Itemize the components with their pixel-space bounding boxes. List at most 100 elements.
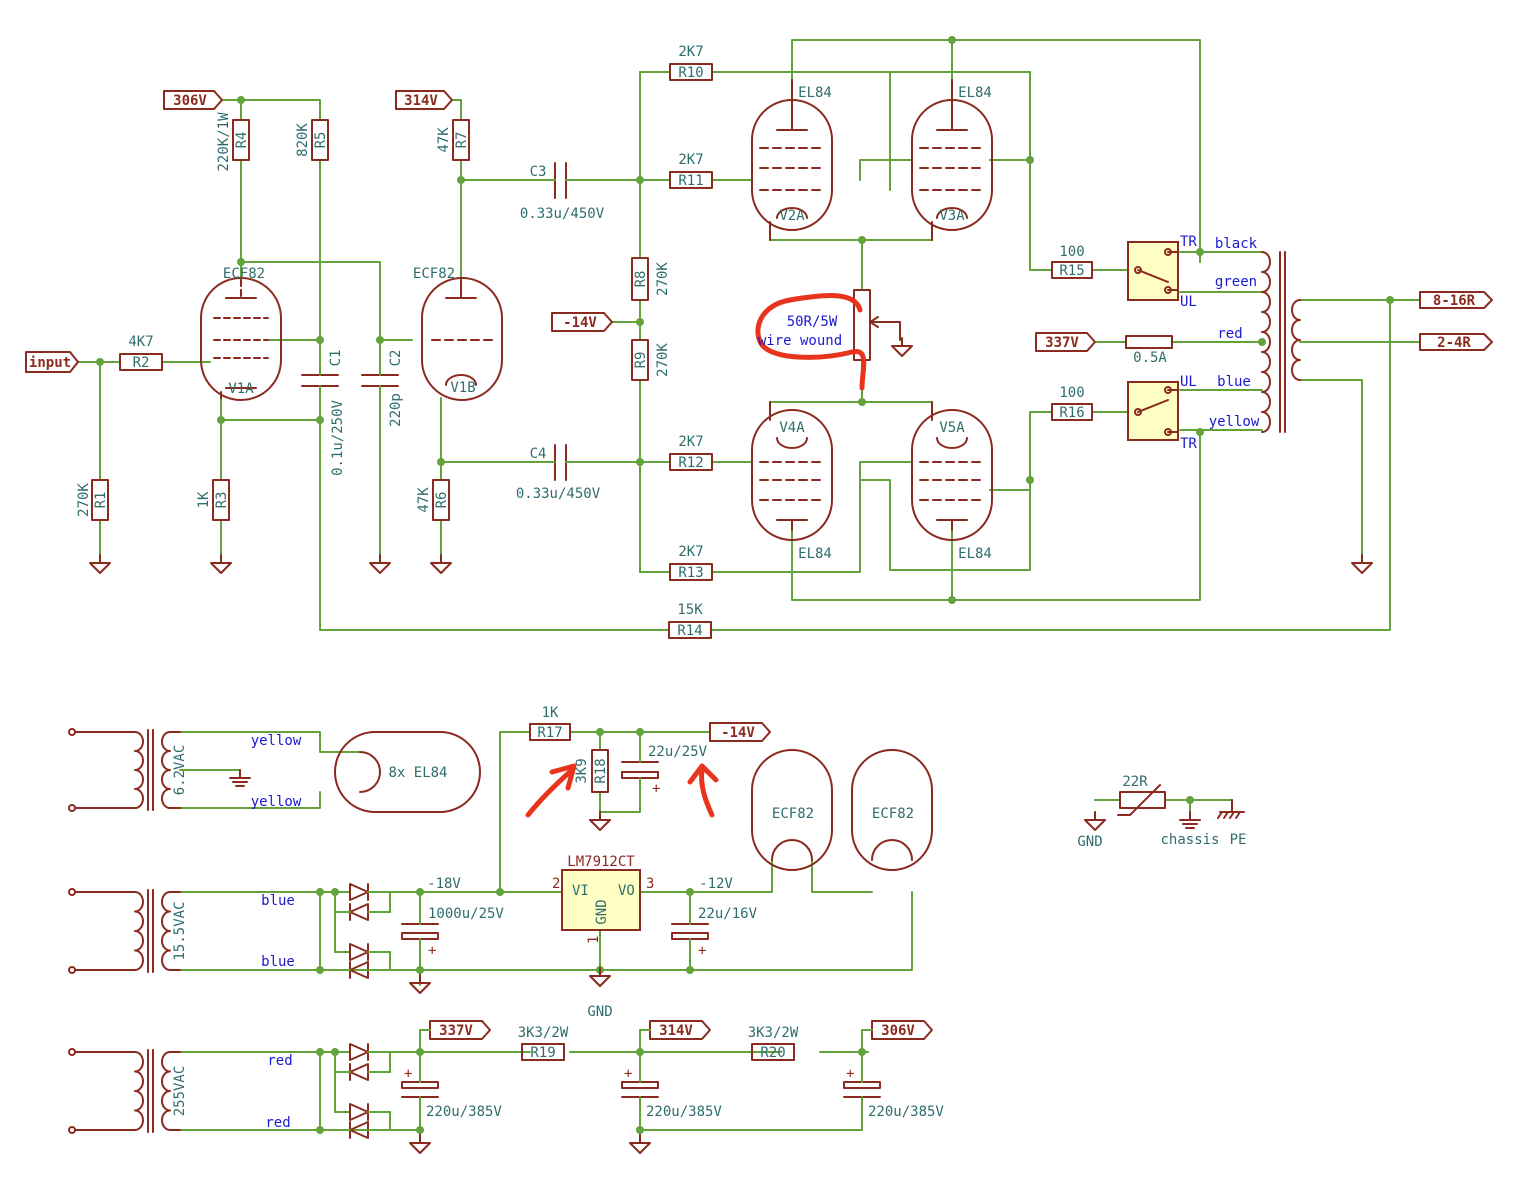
rail-306v-top: 306V (163, 90, 223, 110)
tube-v5a: V5A EL84 (911, 401, 993, 562)
capacitor-22u25v: +22u/25V (621, 744, 708, 797)
svg-text:VI: VI (572, 883, 589, 899)
svg-text:337V: 337V (1045, 335, 1079, 351)
rail-306v-supply: 306V (861, 1020, 933, 1040)
relay-top (1127, 241, 1179, 301)
svg-text:R4: R4 (234, 132, 250, 149)
svg-text:ECF82: ECF82 (872, 806, 914, 822)
svg-text:0.33u/450V: 0.33u/450V (520, 206, 605, 222)
svg-text:input: input (29, 355, 71, 371)
svg-text:C4: C4 (530, 446, 547, 462)
capacitor-220u-1: +220u/385V (401, 1066, 502, 1120)
svg-text:R18: R18 (593, 758, 609, 783)
capacitor-c3: C3 0.33u/450V (520, 162, 605, 222)
rail-314v-top: 314V (395, 90, 453, 110)
svg-text:22R: 22R (1122, 774, 1148, 790)
svg-text:270K: 270K (655, 343, 671, 377)
svg-text:314V: 314V (404, 93, 438, 109)
tubes: ECF82 V1A ECF82 V1B EL84 V2A EL84 V3A V4… (200, 79, 993, 562)
junctions (96, 36, 1394, 1134)
svg-text:yellow: yellow (251, 794, 302, 810)
rail-337v-top: 337V (1035, 332, 1096, 352)
svg-text:R2: R2 (133, 355, 150, 371)
svg-text:+: + (428, 943, 436, 959)
bridge-high (334, 1043, 391, 1139)
heater-el84: 8x EL84 (334, 731, 481, 813)
svg-text:+: + (846, 1066, 854, 1082)
heater-ecf82-2: ECF82 (851, 749, 933, 871)
svg-text:R5: R5 (313, 132, 329, 149)
svg-text:C1: C1 (328, 350, 344, 367)
svg-text:blue: blue (1217, 374, 1251, 390)
svg-text:8-16R: 8-16R (1433, 293, 1476, 309)
transformer-6v2: 6.2VAC yellow yellow (68, 728, 302, 812)
transformer-255v: 255VAC red red (68, 1048, 293, 1134)
svg-text:yellow: yellow (1209, 414, 1260, 430)
svg-text:ECF82: ECF82 (413, 266, 455, 282)
svg-text:black: black (1215, 236, 1258, 252)
svg-text:chassis: chassis (1160, 832, 1219, 848)
svg-text:3: 3 (646, 876, 654, 892)
relays: TR UL UL TR (1127, 234, 1197, 452)
svg-text:15.5VAC: 15.5VAC (172, 901, 188, 960)
svg-text:R12: R12 (678, 455, 703, 471)
svg-text:-18V: -18V (427, 876, 461, 892)
svg-text:LM7912CT: LM7912CT (567, 854, 635, 870)
svg-text:R9: R9 (633, 352, 649, 369)
svg-text:ECF82: ECF82 (223, 266, 265, 282)
svg-text:-14V: -14V (563, 315, 597, 331)
svg-text:220K/1W: 220K/1W (216, 112, 232, 172)
svg-text:2K7: 2K7 (678, 544, 703, 560)
svg-text:270K: 270K (76, 483, 92, 517)
svg-text:R6: R6 (434, 492, 450, 509)
svg-text:V5A: V5A (939, 420, 965, 436)
svg-text:2K7: 2K7 (678, 152, 703, 168)
svg-text:+: + (652, 781, 660, 797)
transformer-15v5: 15.5VAC blue blue (68, 888, 295, 974)
svg-text:R8: R8 (633, 271, 649, 288)
svg-text:0.5A: 0.5A (1133, 350, 1167, 366)
svg-text:VO: VO (618, 883, 635, 899)
svg-text:306V: 306V (881, 1023, 915, 1039)
svg-text:255VAC: 255VAC (172, 1066, 188, 1117)
svg-text:3K3/2W: 3K3/2W (518, 1025, 569, 1041)
fuse: 0.5A (1125, 335, 1173, 366)
svg-text:V1A: V1A (228, 381, 254, 397)
svg-text:C3: C3 (530, 164, 547, 180)
svg-text:22u/25V: 22u/25V (648, 744, 708, 760)
svg-text:47K: 47K (416, 487, 432, 513)
svg-text:4K7: 4K7 (128, 334, 153, 350)
tube-v2a: EL84 V2A (751, 79, 833, 241)
svg-text:V4A: V4A (779, 420, 805, 436)
svg-text:red: red (1217, 326, 1242, 342)
svg-text:red: red (265, 1115, 290, 1131)
svg-text:3K3/2W: 3K3/2W (748, 1025, 799, 1041)
svg-text:R16: R16 (1059, 405, 1084, 421)
svg-text:-12V: -12V (699, 876, 733, 892)
svg-text:V1B: V1B (450, 380, 475, 396)
svg-text:0.33u/450V: 0.33u/450V (516, 486, 601, 502)
out-8-16r: 8-16R (1419, 291, 1493, 309)
capacitor-22u16v: +22u/16V (671, 906, 758, 959)
svg-text:GND: GND (1077, 834, 1102, 850)
power-transformers: 6.2VAC yellow yellow 15.5VAC blue blue 2… (68, 728, 302, 1134)
rail-337v-supply: 337V (419, 1020, 491, 1040)
svg-text:+: + (698, 943, 706, 959)
svg-text:306V: 306V (173, 93, 207, 109)
ntc-thermistor: 22R (1117, 774, 1166, 816)
regulator-lm7912: LM7912CT VI VO GND 2 3 1 -18V -12V (427, 854, 733, 944)
svg-text:blue: blue (261, 893, 295, 909)
bridge-rectifiers (334, 883, 391, 1139)
